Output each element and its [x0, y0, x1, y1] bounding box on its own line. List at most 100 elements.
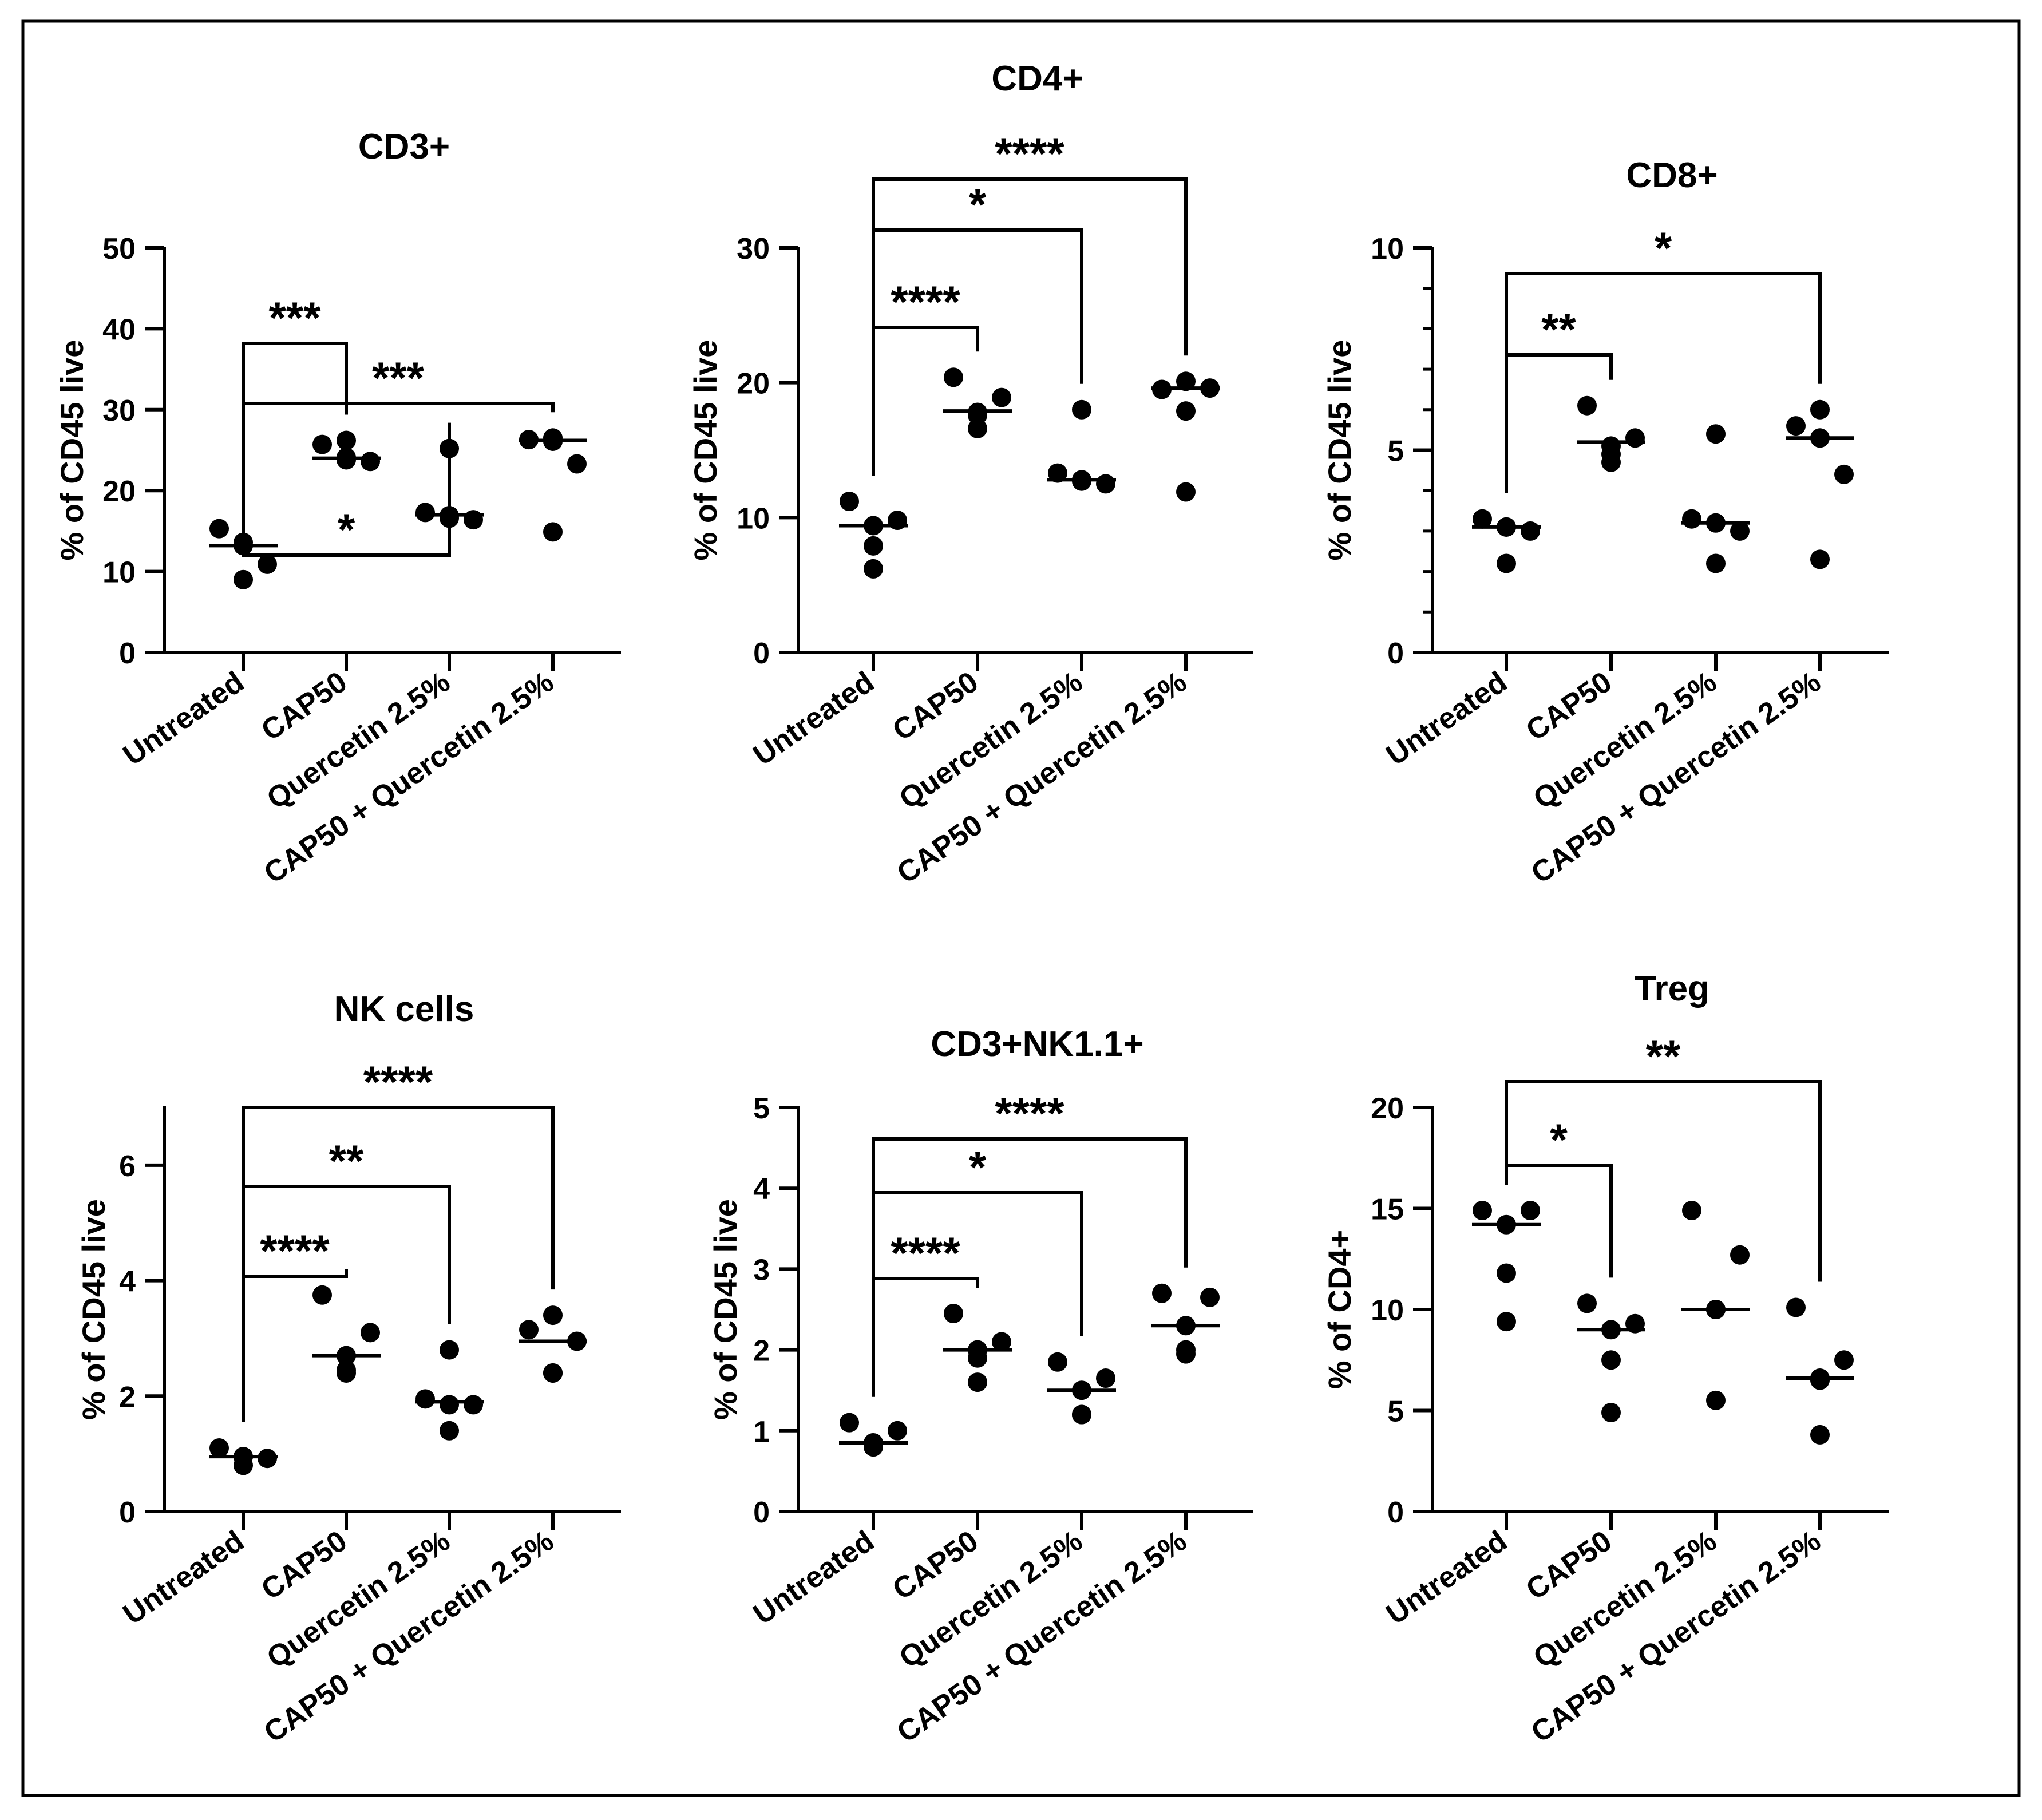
data-point	[361, 452, 380, 472]
data-point	[1682, 1201, 1701, 1221]
data-point	[1786, 416, 1806, 436]
y-tick-label: 0	[119, 1496, 136, 1529]
significance-bracket	[1505, 353, 1613, 493]
data-point	[968, 405, 987, 425]
data-point	[1497, 1312, 1516, 1332]
y-tick-label: 5	[1387, 1395, 1404, 1429]
data-point	[1072, 1404, 1091, 1425]
data-point	[1048, 463, 1067, 483]
significance-label: *	[338, 504, 355, 555]
data-point	[1810, 1370, 1830, 1390]
significance-label: *	[1550, 1114, 1568, 1165]
significance-label: ***	[268, 292, 321, 343]
significance-bracket	[1505, 1164, 1613, 1278]
significance-bracket	[242, 422, 451, 557]
data-point	[1152, 1283, 1172, 1303]
significance-label: **	[1646, 1031, 1681, 1081]
y-tick-label: 30	[737, 232, 770, 266]
data-point	[1834, 464, 1854, 484]
y-tick-label: 5	[753, 1092, 770, 1125]
y-axis-label: % of CD45 live	[1321, 340, 1358, 561]
data-point	[1473, 509, 1492, 529]
significance-bracket	[872, 1277, 979, 1397]
data-point	[1706, 553, 1726, 573]
y-tick-label: 10	[1371, 232, 1404, 266]
significance-label: *	[969, 179, 987, 230]
data-point	[1473, 1201, 1492, 1221]
data-point	[312, 1285, 332, 1305]
significance-label: **	[329, 1135, 364, 1186]
data-point	[209, 1438, 229, 1458]
data-point	[840, 1413, 859, 1433]
significance-bracket	[1505, 1080, 1822, 1282]
data-point	[415, 1389, 435, 1409]
y-tick-label: 4	[119, 1265, 136, 1299]
y-tick-label: 6	[119, 1150, 136, 1183]
data-point	[543, 522, 563, 542]
y-tick-label: 1	[753, 1415, 770, 1449]
data-point	[337, 1360, 356, 1380]
significance-bracket	[242, 402, 555, 503]
significance-label: ****	[995, 1088, 1064, 1138]
panel-title: CD3+	[358, 127, 450, 167]
y-tick-label: 0	[1387, 637, 1404, 670]
y-axis-label: % of CD4+	[1321, 1230, 1358, 1390]
data-point	[1176, 482, 1196, 502]
data-point	[1096, 474, 1115, 494]
data-point	[1810, 399, 1830, 420]
data-point	[1706, 1390, 1726, 1410]
data-point	[944, 1304, 963, 1324]
significance-label: *	[969, 1142, 987, 1192]
data-point	[440, 1395, 459, 1415]
significance-label: ****	[891, 276, 960, 327]
y-tick-label: 15	[1371, 1193, 1404, 1226]
y-tick-label: 30	[102, 394, 136, 428]
data-point	[312, 434, 332, 454]
y-axis-label: % of CD45 live	[76, 1199, 112, 1420]
significance-label: ***	[372, 353, 425, 403]
data-point	[1706, 424, 1726, 444]
data-point	[1730, 1245, 1750, 1265]
data-point	[361, 1323, 380, 1343]
data-point	[1577, 395, 1597, 416]
data-point	[1810, 549, 1830, 569]
data-point	[1786, 1297, 1806, 1317]
y-axis-label: % of CD45 live	[707, 1199, 743, 1420]
data-point	[1625, 428, 1645, 448]
data-point	[464, 1395, 483, 1415]
y-tick-label: 3	[753, 1253, 770, 1287]
significance-label: ****	[891, 1228, 960, 1278]
figure-border	[21, 19, 2021, 1797]
y-tick-label: 0	[1387, 1496, 1404, 1529]
y-tick-label: 10	[102, 556, 136, 589]
data-point	[1521, 521, 1540, 541]
data-point	[1601, 1350, 1621, 1370]
y-tick-label: 5	[1387, 435, 1404, 468]
significance-label: *	[1655, 223, 1672, 273]
data-point	[1048, 1352, 1067, 1372]
data-point	[840, 492, 859, 512]
y-tick-label: 20	[102, 475, 136, 508]
data-point	[1176, 401, 1196, 421]
data-point	[415, 503, 435, 523]
data-point	[1200, 1287, 1220, 1307]
data-point	[1601, 1403, 1621, 1423]
data-point	[1577, 1293, 1597, 1313]
data-point	[968, 1348, 987, 1368]
y-tick-label: 0	[119, 637, 136, 670]
significance-label: ****	[363, 1057, 433, 1107]
data-point	[543, 1363, 563, 1383]
data-point	[209, 519, 229, 539]
data-point	[1601, 444, 1621, 464]
data-point	[1497, 553, 1516, 573]
significance-bracket	[242, 1269, 348, 1423]
y-axis-label: % of CD45 live	[687, 340, 723, 561]
data-point	[992, 1332, 1011, 1352]
panel-title: CD4+	[991, 59, 1083, 98]
panel-title: CD3+NK1.1+	[931, 1024, 1143, 1064]
y-tick-label: 10	[1371, 1294, 1404, 1327]
y-tick-label: 20	[1371, 1092, 1404, 1125]
data-point	[440, 1340, 459, 1360]
